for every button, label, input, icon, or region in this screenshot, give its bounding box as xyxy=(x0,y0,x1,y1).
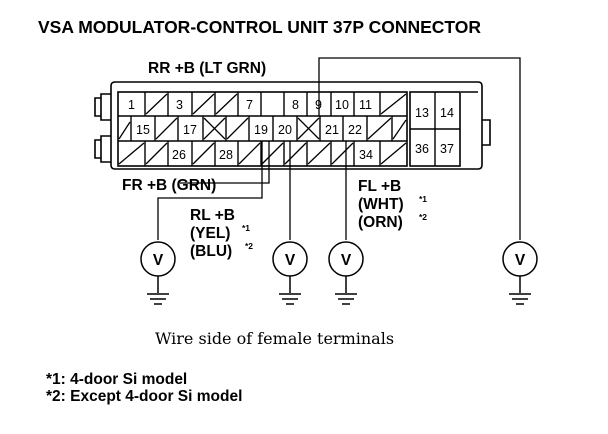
voltmeter-symbol-fl: V xyxy=(341,252,352,269)
pin-21: 21 xyxy=(325,123,339,137)
fr-wire-label: FR +B (GRN) xyxy=(122,177,216,194)
fl-footnote-mark2: *2 xyxy=(419,212,427,222)
pin-11: 11 xyxy=(359,98,372,112)
wire-labels: RR +B (LT GRN) FR +B (GRN) RL +B (YEL) *… xyxy=(122,60,427,260)
pin-1: 1 xyxy=(128,98,135,112)
pin-22: 22 xyxy=(348,123,362,137)
ground-icon xyxy=(147,293,169,305)
pin-19: 19 xyxy=(254,123,268,137)
fl-wire-label-line3: (ORN) xyxy=(358,214,403,231)
pin-8: 8 xyxy=(292,98,299,112)
voltmeter-fr xyxy=(140,241,176,293)
empty-cell-hatching xyxy=(118,93,407,165)
pin-14: 14 xyxy=(440,106,454,120)
pin-15: 15 xyxy=(136,123,150,137)
pin-10: 10 xyxy=(335,98,349,112)
ground-symbols xyxy=(147,293,531,305)
pin-7: 7 xyxy=(246,98,253,112)
pin-3: 3 xyxy=(176,98,183,112)
voltmeter-symbol-rr: V xyxy=(515,252,526,269)
voltmeter-symbol-fr: V xyxy=(153,252,164,269)
voltmeter-rl xyxy=(272,241,308,293)
rl-footnote-mark2: *2 xyxy=(245,241,253,251)
rl-wire-label-line3: (BLU) xyxy=(190,243,232,260)
rl-wire-label-line1: RL +B xyxy=(190,207,235,224)
footnote-2: *2: Except 4-door Si model xyxy=(46,388,242,405)
fl-wire-label-line2: (WHT) xyxy=(358,196,404,213)
pin-34: 34 xyxy=(359,148,373,162)
voltmeter-rr xyxy=(502,241,538,293)
pin-17: 17 xyxy=(183,123,197,137)
ground-icon xyxy=(279,293,301,305)
caption: Wire side of female terminals xyxy=(155,329,394,348)
ground-icon xyxy=(509,293,531,305)
voltmeter-symbol-rl: V xyxy=(285,252,296,269)
footnote-1: *1: 4-door Si model xyxy=(46,371,187,388)
rl-wire-label-line2: (YEL) xyxy=(190,225,230,242)
ground-icon xyxy=(335,293,357,305)
diagram-title: VSA MODULATOR-CONTROL UNIT 37P CONNECTOR xyxy=(38,17,481,37)
voltmeter-fl xyxy=(328,241,364,293)
pin-numbers: 1 3 7 8 9 10 11 13 14 15 17 19 20 21 22 … xyxy=(128,98,454,162)
voltmeter-labels: V V V V xyxy=(153,252,526,269)
rl-footnote-mark1: *1 xyxy=(242,223,250,233)
pin-28: 28 xyxy=(219,148,233,162)
wiring xyxy=(157,57,521,240)
rr-wire-label: RR +B (LT GRN) xyxy=(148,60,266,77)
pin-26: 26 xyxy=(172,148,186,162)
pin-36: 36 xyxy=(415,142,429,156)
voltmeters xyxy=(140,241,538,293)
pin-37: 37 xyxy=(440,142,454,156)
fl-footnote-mark1: *1 xyxy=(419,194,427,204)
fl-wire-label-line1: FL +B xyxy=(358,178,401,195)
pin-13: 13 xyxy=(415,106,429,120)
pin-20: 20 xyxy=(278,123,292,137)
